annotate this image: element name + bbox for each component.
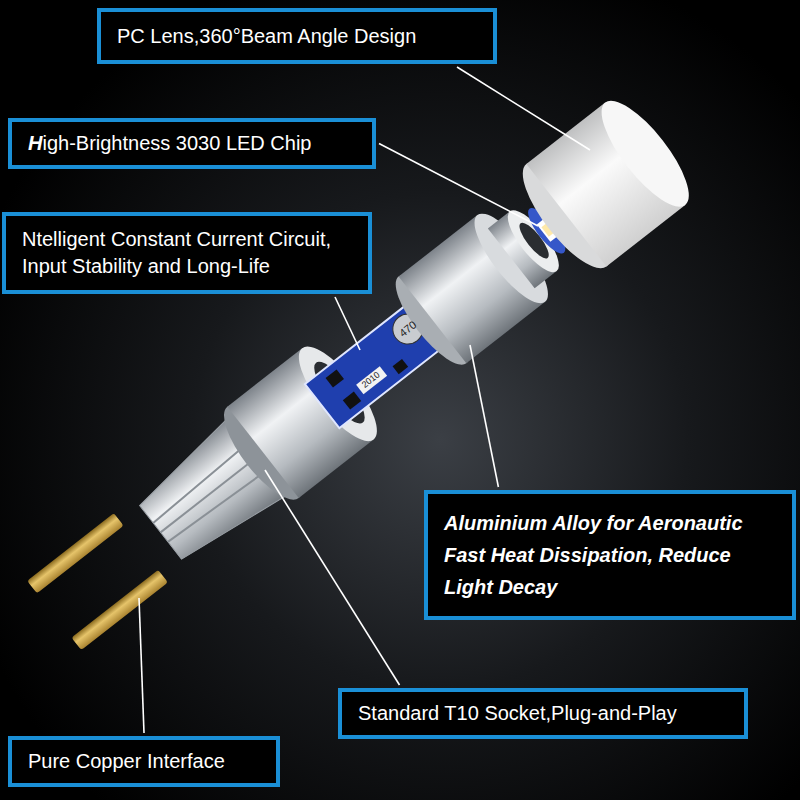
lens-top	[588, 89, 703, 219]
callout-text: Standard T10 Socket,Plug-and-Play	[358, 700, 677, 727]
callout-body: PC Lens,360°Beam Angle Design	[117, 23, 416, 50]
callout-body: Standard T10 Socket,Plug-and-Play	[358, 700, 677, 727]
callout-box: Aluminium Alloy for Aeronautic Fast Heat…	[424, 490, 796, 620]
component-marking: 2010	[360, 370, 381, 389]
leader-line	[265, 470, 400, 685]
leader-line	[457, 67, 590, 150]
callout-body: Pure Copper Interface	[28, 748, 225, 775]
callout-body: High-Brightness 3030 LED Chip	[28, 130, 312, 157]
callout-body: Ntelligent Constant Current Circuit, Inp…	[22, 226, 352, 280]
callout-box: Pure Copper Interface	[8, 736, 280, 787]
callout-text: Pure Copper Interface	[28, 748, 225, 775]
callout-text: Ntelligent Constant Current Circuit, Inp…	[22, 226, 352, 280]
terminal	[71, 570, 168, 650]
callout-text: PC Lens,360°Beam Angle Design	[117, 23, 416, 50]
leader-line	[470, 345, 498, 487]
copper-terminals	[27, 513, 168, 650]
component-marking: 470	[397, 319, 418, 339]
chip	[326, 369, 344, 387]
chip	[343, 392, 361, 410]
resistor	[356, 366, 387, 394]
callout-box: Ntelligent Constant Current Circuit, Inp…	[2, 212, 372, 294]
leader-line	[379, 144, 538, 227]
leader-line	[139, 598, 144, 733]
callout-box: Standard T10 Socket,Plug-and-Play	[338, 688, 748, 739]
callout-box: High-Brightness 3030 LED Chip	[8, 118, 376, 169]
callout-body: Aluminium Alloy for Aeronautic Fast Heat…	[444, 507, 774, 603]
terminal	[27, 513, 124, 593]
callout-text: Aluminium Alloy for Aeronautic Fast Heat…	[444, 507, 774, 603]
leader-line	[335, 297, 360, 350]
chip	[393, 359, 409, 374]
callout-text: High-Brightness 3030 LED Chip	[28, 130, 312, 157]
callout-box: PC Lens,360°Beam Angle Design	[97, 8, 497, 64]
